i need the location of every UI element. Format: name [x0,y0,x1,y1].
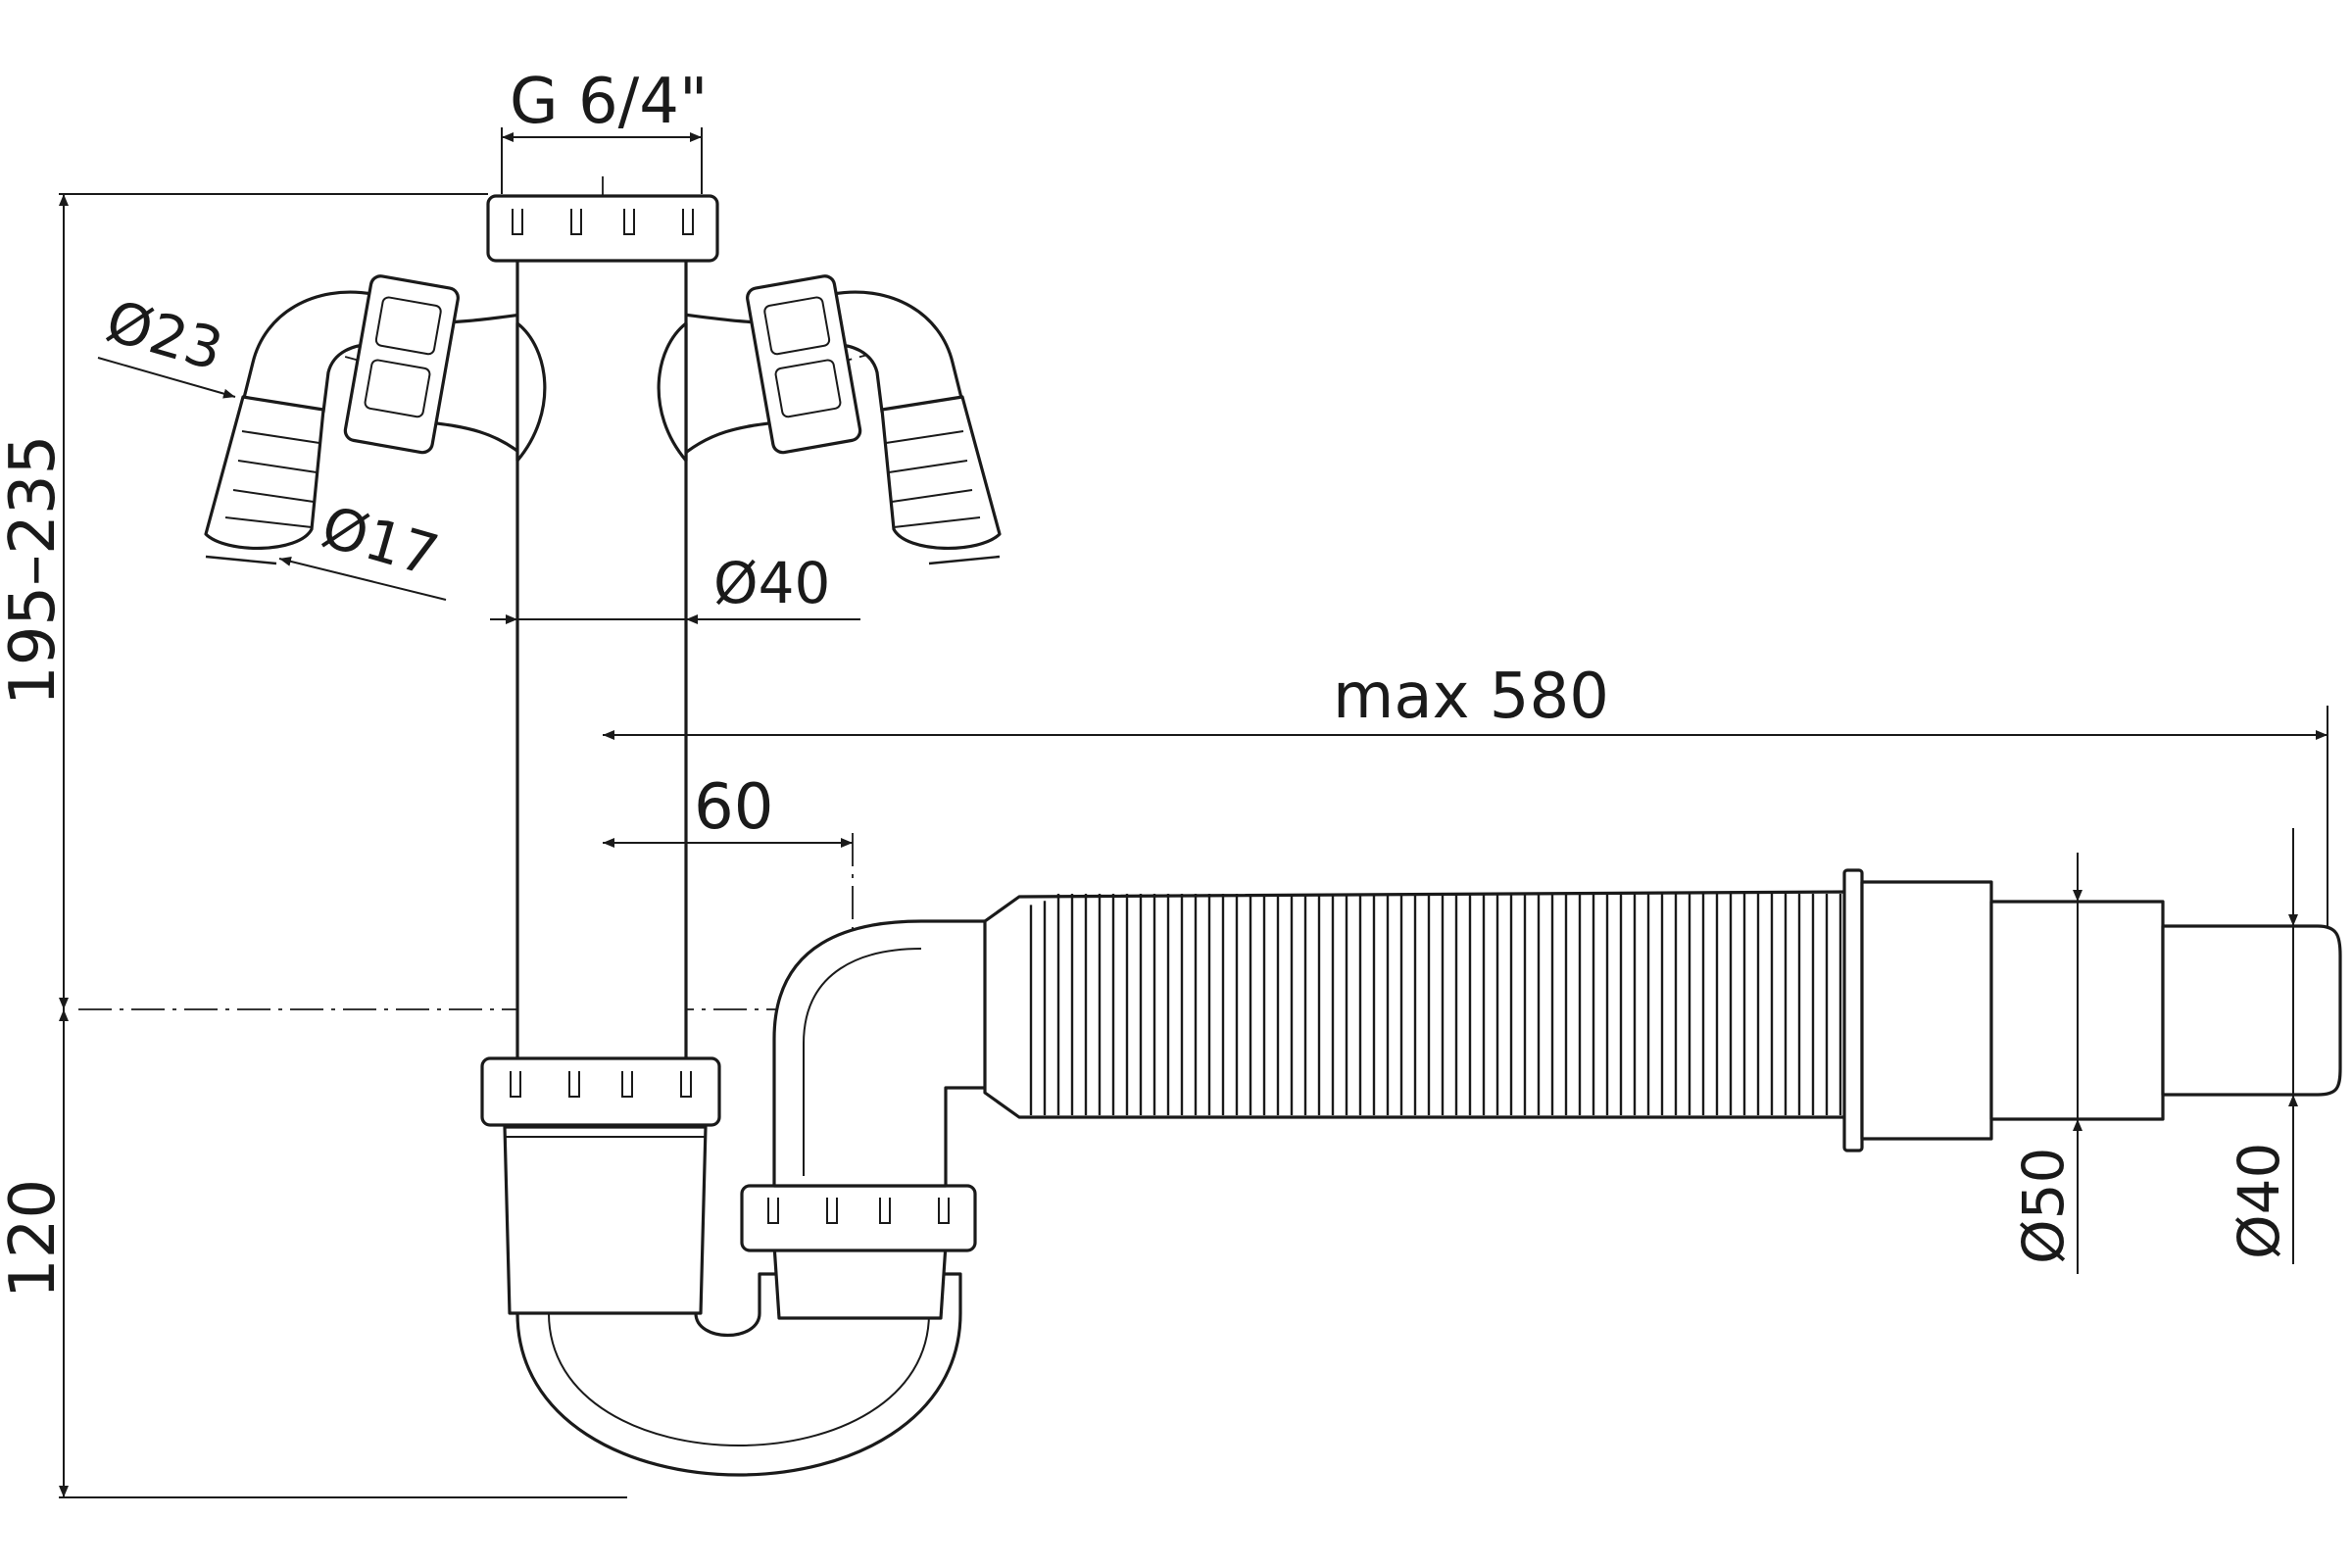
d23-dimension: Ø23 [97,287,236,399]
right-inlet-arm [663,274,1002,565]
d40-outlet-dimension: Ø40 [2226,828,2298,1264]
offset-label: 60 [694,771,773,844]
max-length-label: max 580 [1333,661,1609,733]
d40-pipe-dimension: Ø40 [490,550,860,624]
height-upper-dimension: 195–235 [0,193,488,1009]
d23-label: Ø23 [99,287,230,383]
hose-collar [1842,868,1993,1152]
outlet-pipe-40 [2161,924,2342,1097]
right-socket [740,1184,977,1320]
height-lower-dimension: 120 [0,1009,627,1498]
d40-outlet-label: Ø40 [2226,1143,2292,1259]
d50-label: Ø50 [2010,1148,2077,1264]
left-inlet-arm [204,274,542,565]
height-lower-label: 120 [0,1179,70,1298]
vertical-pipe [515,255,688,1062]
trap-bend [515,1272,962,1477]
d17-label: Ø17 [315,493,446,589]
thread-dimension: G 6/4" [501,66,708,194]
offset-dimension: 60 [603,771,853,848]
height-upper-label: 195–235 [0,435,70,706]
top-union-nut [486,194,719,263]
left-socket [480,1056,721,1315]
d40-pipe-label: Ø40 [713,550,830,616]
thread-label: G 6/4" [510,66,708,138]
corrugated-hose [983,890,1854,1119]
max-length-dimension: max 580 [603,661,2328,926]
d50-dimension: Ø50 [2010,853,2082,1274]
